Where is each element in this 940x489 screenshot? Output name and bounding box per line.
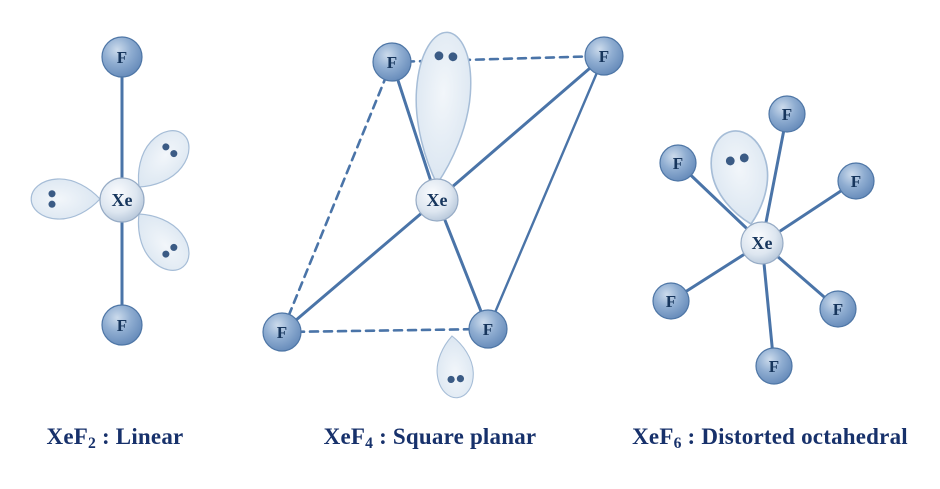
lone-pair-lobe-up — [409, 29, 476, 187]
electron-dot — [48, 200, 56, 208]
caption-xef2: XeF2 : Linear — [0, 424, 230, 453]
caption-subscript: 4 — [365, 435, 374, 453]
atom-fluorine: F — [837, 162, 875, 200]
lobe-shape — [30, 178, 101, 220]
electron-dot — [456, 375, 465, 383]
edge-right — [486, 54, 606, 331]
lone-pair-lobe-left — [30, 178, 101, 220]
caption-geometry: : Square planar — [373, 424, 537, 449]
electron-dot — [448, 52, 458, 62]
atom-fluorine: F — [372, 42, 412, 82]
bond-xe-f-topright — [435, 54, 606, 202]
atom-fluorine: F — [262, 312, 302, 352]
electron-dot — [447, 375, 455, 384]
bond-xe-f-bottomleft — [280, 198, 439, 334]
electron-dot — [739, 153, 749, 163]
atom-fluorine: F — [584, 36, 624, 76]
atom-fluorine: F — [659, 144, 697, 182]
dashed-edge-left — [280, 60, 394, 334]
caption-formula: XeF — [632, 424, 674, 449]
lone-pair-lobe-down — [433, 333, 476, 400]
molecule-xef2: F F Xe — [30, 36, 200, 346]
atom-fluorine: F — [468, 309, 508, 349]
atom-xenon: Xe — [740, 221, 784, 265]
caption-geometry: : Linear — [96, 424, 184, 449]
atom-fluorine: F — [755, 347, 793, 385]
lone-pair-lobe-up — [703, 124, 779, 231]
bond-xe-f-top — [760, 112, 789, 245]
bond-xe-f-topleft — [390, 60, 439, 202]
lone-pair-lobe-lower-right — [123, 200, 200, 281]
atom-fluorine: F — [101, 304, 143, 346]
caption-xef4: XeF4 : Square planar — [300, 424, 560, 453]
electron-dot — [48, 190, 56, 198]
caption-geometry: : Distorted octahedral — [681, 424, 908, 449]
caption-xef6: XeF6 : Distorted octahedral — [605, 424, 935, 453]
electron-dot — [170, 150, 178, 158]
molecule-xef4: F F F F Xe — [262, 29, 624, 400]
caption-subscript: 2 — [88, 435, 97, 453]
atom-fluorine: F — [101, 36, 143, 78]
electron-dot — [162, 250, 170, 258]
molecule-xef6: F F F F F F Xe — [652, 95, 875, 385]
electron-dot — [434, 51, 444, 61]
caption-formula: XeF — [46, 424, 89, 449]
atom-fluorine: F — [819, 290, 857, 328]
caption-subscript: 6 — [673, 435, 682, 453]
electron-dot — [170, 243, 178, 251]
caption-formula: XeF — [323, 424, 366, 449]
atom-xenon: Xe — [415, 178, 459, 222]
atom-fluorine: F — [768, 95, 806, 133]
atom-xenon: Xe — [99, 177, 145, 223]
bond-xe-f-bottomright — [435, 198, 490, 331]
electron-dot — [725, 156, 735, 166]
lone-pair-lobe-upper-right — [123, 120, 200, 201]
dashed-edge-bottom — [280, 327, 490, 334]
electron-dot — [162, 143, 170, 151]
lobe-shape — [433, 333, 476, 400]
atom-fluorine: F — [652, 282, 690, 320]
